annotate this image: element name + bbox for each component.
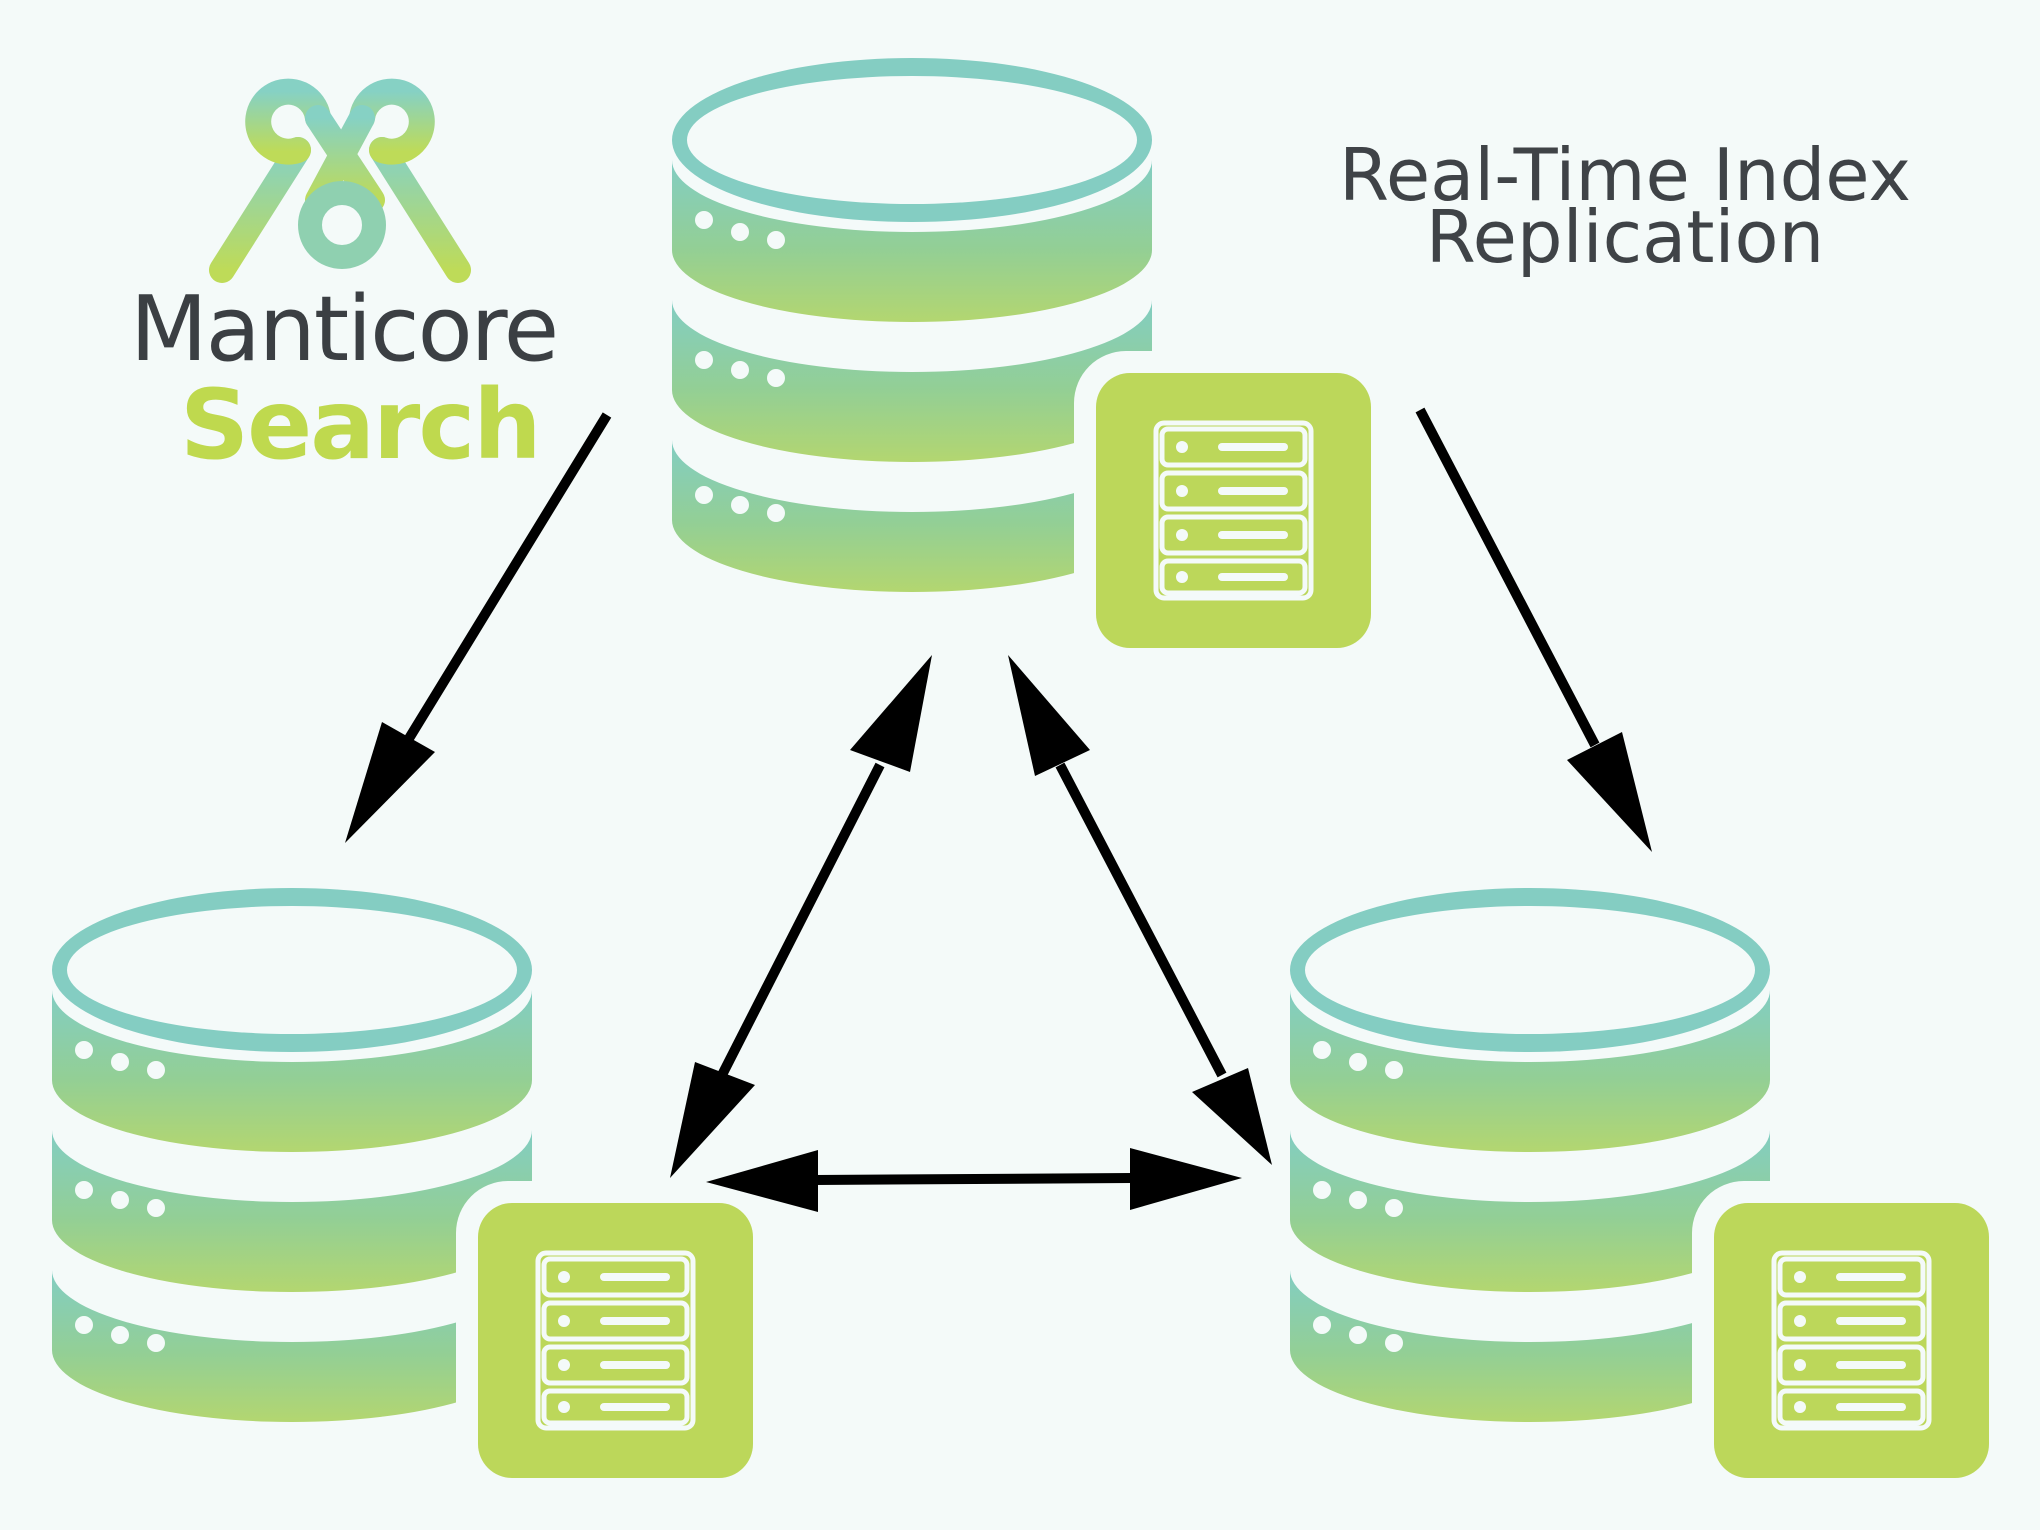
database-node-left	[52, 888, 775, 1500]
manticore-logo-icon	[209, 78, 471, 283]
brand-name-line2: Search	[180, 369, 540, 481]
server-rack-icon	[1692, 1181, 2011, 1500]
brand-name-line1: Manticore	[130, 277, 557, 382]
arrow-top-to-right	[1415, 407, 1652, 852]
bidirectional-arrow-icon	[706, 1148, 1242, 1212]
arrow-top-to-left	[345, 412, 612, 843]
bidirectional-arrow-icon	[1008, 655, 1272, 1165]
diagram-title-line2: Replication	[1426, 195, 1824, 279]
database-node-right	[1290, 888, 2011, 1500]
diagram-title-line1: Real-Time Index	[1339, 133, 1911, 217]
server-rack-icon	[456, 1181, 775, 1500]
database-node-top	[672, 58, 1393, 670]
bidirectional-arrow-icon	[670, 655, 932, 1178]
server-rack-icon	[1074, 351, 1393, 670]
